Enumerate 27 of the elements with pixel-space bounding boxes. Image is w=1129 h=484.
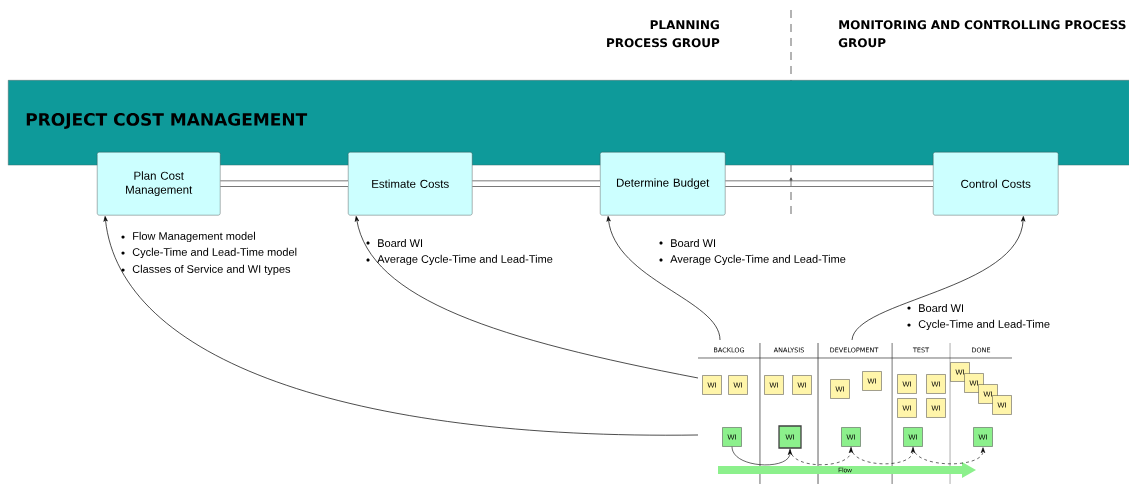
bullet-item: Cycle-Time and Lead-Time [907, 319, 1050, 331]
arrow [103, 216, 699, 436]
bullet-item: Cycle-Time and Lead-Time model [121, 247, 297, 259]
group-heading: PLANNING PROCESS GROUP [607, 20, 720, 48]
connector-line [220, 180, 348, 187]
process-box: Plan Cost Management [97, 152, 221, 216]
process-box: Control Costs [933, 152, 1059, 216]
bullet-item: Board WI [659, 238, 715, 248]
arrow [789, 447, 854, 466]
bullet-item: Average Cycle-Time and Lead-Time [366, 254, 553, 266]
swimlane-band: PROJECT COST MANAGEMENT [8, 80, 1129, 166]
bullet-item: Board WI [366, 238, 423, 248]
group-heading: MONITORING AND CONTROLLING PROCESS GROUP [838, 20, 1126, 48]
arrow [731, 446, 793, 466]
arrow [850, 446, 916, 465]
arrow [912, 446, 986, 465]
bullet-item: Flow Management model [121, 231, 255, 243]
bullet-item: Average Cycle-Time and Lead-Time [659, 254, 846, 266]
bullet-item: Classes of Service and WI types [121, 264, 291, 276]
arrow [354, 216, 699, 379]
arrow [851, 216, 1026, 341]
arrow [606, 216, 721, 341]
connector-line [725, 180, 933, 187]
connector-line [472, 180, 600, 187]
process-box: Estimate Costs [348, 152, 473, 216]
bullet-item: Board WI [907, 303, 963, 313]
process-box: Determine Budget [600, 152, 726, 216]
